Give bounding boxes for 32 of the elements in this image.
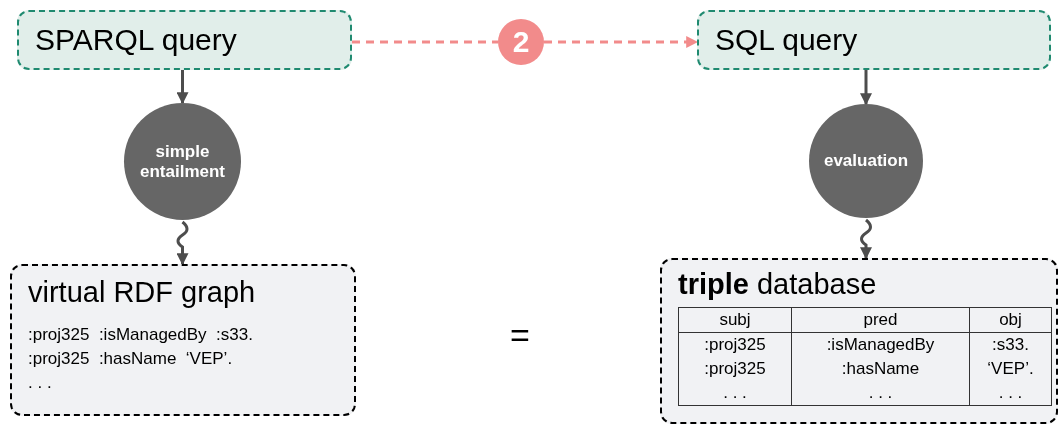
column-header: subj xyxy=(719,310,751,329)
arrow xyxy=(860,70,872,106)
arrow xyxy=(860,218,872,260)
query-box xyxy=(697,10,1051,70)
box-title: SPARQL query xyxy=(35,25,237,55)
box-title: virtual RDF graph xyxy=(28,278,256,307)
column-header: obj xyxy=(999,310,1022,329)
column-header: pred xyxy=(863,310,898,329)
graph-box xyxy=(10,264,356,416)
triple-line: :proj325 :isManagedBy :s33. xyxy=(28,324,253,346)
query-box xyxy=(17,10,352,70)
step-number: 2 xyxy=(512,27,530,57)
box-title: triple database xyxy=(678,270,877,299)
table-value: :proj325 xyxy=(704,335,766,354)
table-value: ‘VEP’. xyxy=(987,359,1034,378)
table-value: :hasName xyxy=(841,359,920,378)
database-box xyxy=(660,258,1058,424)
triple-line: :proj325 :hasName ‘VEP’. xyxy=(28,348,233,370)
process-label: evaluation xyxy=(823,151,909,171)
equals-sign: = xyxy=(510,318,530,352)
process-label: simple entailment xyxy=(139,141,226,182)
table-value: :proj325 xyxy=(704,359,766,378)
box-title: SQL query xyxy=(715,25,858,55)
table-value: :isManagedBy xyxy=(826,335,935,354)
table-value: . . . xyxy=(998,383,1023,402)
table-value: . . . xyxy=(868,383,893,402)
table-value: :s33. xyxy=(992,335,1029,354)
arrow xyxy=(544,36,699,48)
table-value: . . . xyxy=(723,383,747,402)
arrow xyxy=(176,70,189,105)
triple-line: . . . xyxy=(28,372,52,394)
arrow xyxy=(176,220,189,266)
